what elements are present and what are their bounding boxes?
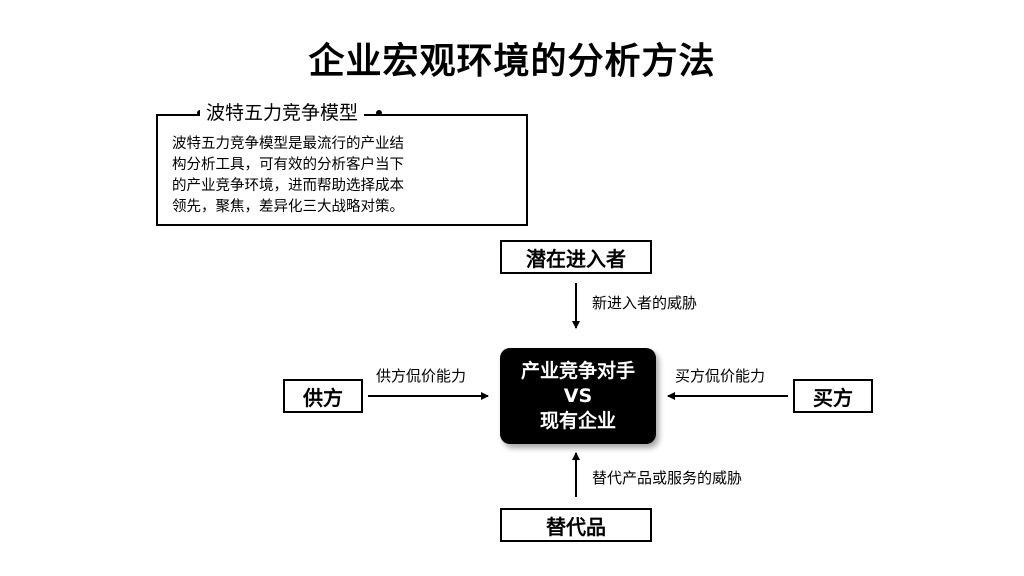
- label-new-entrant-threat: 新进入者的威胁: [592, 294, 698, 312]
- node-potential-entrants: 潜在进入者: [500, 240, 652, 274]
- label-substitute-threat: 替代产品或服务的威胁: [592, 469, 743, 487]
- node-substitutes: 替代品: [500, 508, 652, 542]
- intro-line: 波特五力竞争模型是最流行的产业结: [172, 136, 404, 152]
- page-title: 企业宏观环境的分析方法: [308, 41, 716, 82]
- intro-heading: 波特五力竞争模型: [200, 101, 365, 125]
- intro-line: 构分析工具，可有效的分析客户当下: [172, 157, 404, 173]
- intro-line: 领先，聚焦，差异化三大战略对策。: [172, 199, 404, 215]
- node-suppliers: 供方: [283, 379, 363, 413]
- center-line: 产业竞争对手: [520, 359, 635, 382]
- node-buyers: 买方: [793, 379, 873, 413]
- intro-text: 波特五力竞争模型是最流行的产业结 构分析工具，可有效的分析客户当下 的产业竞争环…: [172, 134, 462, 218]
- label-buyer-power: 买方侃价能力: [675, 367, 766, 385]
- node-industry-competitors: 产业竞争对手 VS 现有企业: [500, 348, 656, 444]
- center-line: VS: [563, 384, 593, 407]
- center-line: 现有企业: [539, 409, 616, 432]
- label-supplier-power: 供方侃价能力: [376, 367, 467, 385]
- intro-line: 的产业竞争环境，进而帮助选择成本: [172, 178, 404, 194]
- heading-right-dot: [376, 110, 382, 116]
